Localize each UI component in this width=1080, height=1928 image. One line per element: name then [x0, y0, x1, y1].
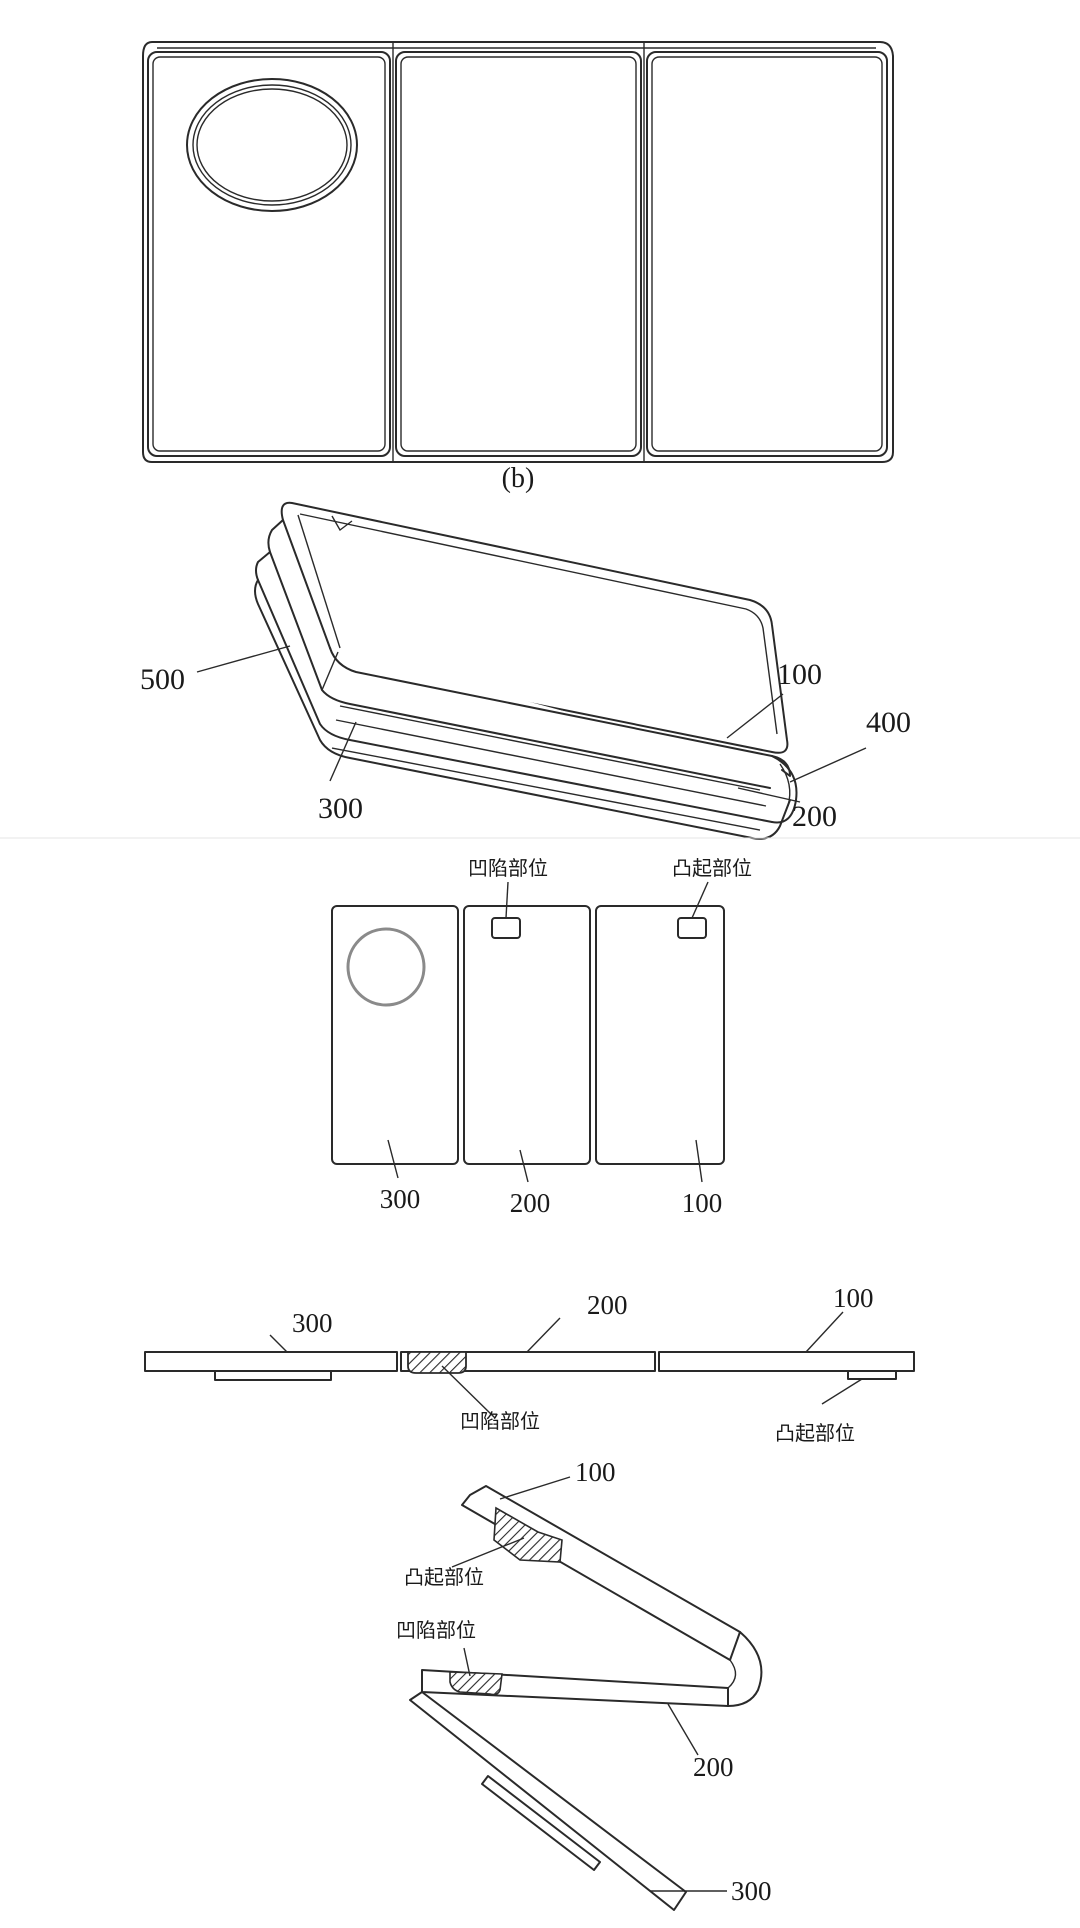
- figure-b-unfolded-back: (b): [142, 41, 894, 494]
- hinge-curl: [771, 755, 798, 824]
- folded-hinge-upper: [727, 1631, 763, 1707]
- top-panel-outline: [280, 501, 789, 754]
- leader-front-300: [387, 1139, 399, 1179]
- leader-200: [737, 787, 801, 803]
- front-panel-200: [463, 905, 591, 1165]
- folded-label-300: 300: [731, 1876, 772, 1906]
- camera-module-outline: [186, 78, 358, 212]
- leader-bump-top: [691, 881, 709, 919]
- folded-panel-300: [409, 1691, 687, 1911]
- front-label-100: 100: [682, 1188, 723, 1218]
- recess-label-top: 凹陷部位: [468, 856, 548, 880]
- panel-middle: [395, 51, 642, 457]
- leader-side-bump: [821, 1378, 863, 1405]
- folded-label-100: 100: [575, 1457, 616, 1487]
- side-label-200: 200: [587, 1290, 628, 1320]
- folded-bump-hatch: [493, 1506, 563, 1563]
- label-500: 500: [140, 663, 185, 696]
- bump-label-top: 凸起部位: [672, 856, 752, 880]
- front-panel-100: [595, 905, 725, 1165]
- leader-500: [196, 645, 291, 673]
- leader-front-100: [695, 1139, 703, 1183]
- figure-side-flat: 300 200 100 凹陷部位 凸起部位: [144, 1283, 915, 1445]
- leader-300: [329, 721, 357, 782]
- front-panel-300: [331, 905, 459, 1165]
- label-300: 300: [318, 792, 363, 825]
- figure-front-recess-bump: 凹陷部位 凸起部位 300 200 100: [331, 856, 752, 1218]
- leader-side-recess: [441, 1365, 496, 1419]
- side-recess-label: 凹陷部位: [460, 1409, 540, 1433]
- leader-400: [789, 747, 867, 783]
- figure-3d-folded: 500 100 400 300 200: [140, 501, 911, 840]
- leader-100: [726, 693, 784, 739]
- leader-side-300: [269, 1334, 288, 1353]
- leader-recess-top: [505, 881, 509, 919]
- front-camera-ring: [346, 927, 426, 1007]
- leader-folded-bump: [451, 1537, 525, 1568]
- leader-folded-100: [499, 1476, 571, 1500]
- leader-side-100: [805, 1311, 844, 1353]
- side-bump-label: 凸起部位: [775, 1421, 855, 1445]
- panel-right: [646, 51, 888, 457]
- folded-bump-label: 凸起部位: [404, 1565, 484, 1589]
- side-panel-300: [144, 1351, 398, 1372]
- side-underplate-300: [214, 1370, 332, 1381]
- side-bump-100: [847, 1370, 897, 1380]
- label-100: 100: [777, 658, 822, 691]
- leader-side-200: [526, 1317, 561, 1353]
- bump-marker: [677, 917, 707, 939]
- leader-folded-200: [667, 1703, 699, 1756]
- label-400: 400: [866, 706, 911, 739]
- side-recess-hatch: [407, 1351, 467, 1374]
- leader-front-200: [519, 1149, 529, 1183]
- folded-recess-hatch: [449, 1671, 503, 1696]
- side-panel-100: [658, 1351, 915, 1372]
- folded-recess-label: 凹陷部位: [396, 1618, 476, 1642]
- figure-side-folded: 100 凸起部位 凹陷部位 200 300: [396, 1457, 772, 1911]
- side-label-100: 100: [833, 1283, 874, 1313]
- front-label-300: 300: [380, 1184, 421, 1214]
- side-panel-200: [400, 1351, 656, 1372]
- panel-left-camera: [147, 51, 391, 457]
- label-200: 200: [792, 800, 837, 833]
- leader-folded-recess: [463, 1647, 471, 1677]
- folded-underplate-300: [481, 1775, 601, 1871]
- recess-marker: [491, 917, 521, 939]
- folded-label-200: 200: [693, 1752, 734, 1782]
- figure-b-caption: (b): [502, 463, 535, 494]
- front-label-200: 200: [510, 1188, 551, 1218]
- side-label-300: 300: [292, 1308, 333, 1338]
